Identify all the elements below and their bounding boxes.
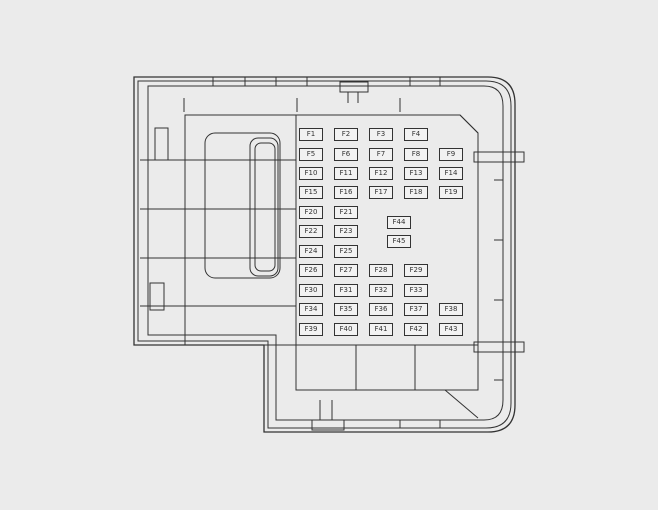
fuse-f37: F37 (404, 303, 428, 316)
fuse-f38: F38 (439, 303, 463, 316)
fuse-f19: F19 (439, 186, 463, 199)
fuse-f42: F42 (404, 323, 428, 336)
fuse-f34: F34 (299, 303, 323, 316)
fuse-f10: F10 (299, 167, 323, 180)
fuse-f43: F43 (439, 323, 463, 336)
fuse-f45: F45 (387, 235, 411, 248)
fuse-f26: F26 (299, 264, 323, 277)
fuse-f32: F32 (369, 284, 393, 297)
fuse-f31: F31 (334, 284, 358, 297)
fuse-f8: F8 (404, 148, 428, 161)
fuse-f2: F2 (334, 128, 358, 141)
fuse-f20: F20 (299, 206, 323, 219)
fuse-f39: F39 (299, 323, 323, 336)
fuse-f13: F13 (404, 167, 428, 180)
fuse-f4: F4 (404, 128, 428, 141)
fuse-f23: F23 (334, 225, 358, 238)
fuse-f1: F1 (299, 128, 323, 141)
fuse-f22: F22 (299, 225, 323, 238)
fuse-f30: F30 (299, 284, 323, 297)
fuse-f24: F24 (299, 245, 323, 258)
fuse-f7: F7 (369, 148, 393, 161)
fuse-f33: F33 (404, 284, 428, 297)
fuse-f29: F29 (404, 264, 428, 277)
fuse-f17: F17 (369, 186, 393, 199)
fuse-f40: F40 (334, 323, 358, 336)
fuse-f27: F27 (334, 264, 358, 277)
fuse-f3: F3 (369, 128, 393, 141)
fuse-f6: F6 (334, 148, 358, 161)
fuse-f35: F35 (334, 303, 358, 316)
fuse-f11: F11 (334, 167, 358, 180)
fuse-f5: F5 (299, 148, 323, 161)
fuse-f36: F36 (369, 303, 393, 316)
fuse-f18: F18 (404, 186, 428, 199)
fuse-f12: F12 (369, 167, 393, 180)
fuse-f25: F25 (334, 245, 358, 258)
fuse-f44: F44 (387, 216, 411, 229)
fuse-f41: F41 (369, 323, 393, 336)
fuse-f14: F14 (439, 167, 463, 180)
fuse-f15: F15 (299, 186, 323, 199)
fuse-f21: F21 (334, 206, 358, 219)
fuse-f28: F28 (369, 264, 393, 277)
fuse-f16: F16 (334, 186, 358, 199)
fuse-f9: F9 (439, 148, 463, 161)
